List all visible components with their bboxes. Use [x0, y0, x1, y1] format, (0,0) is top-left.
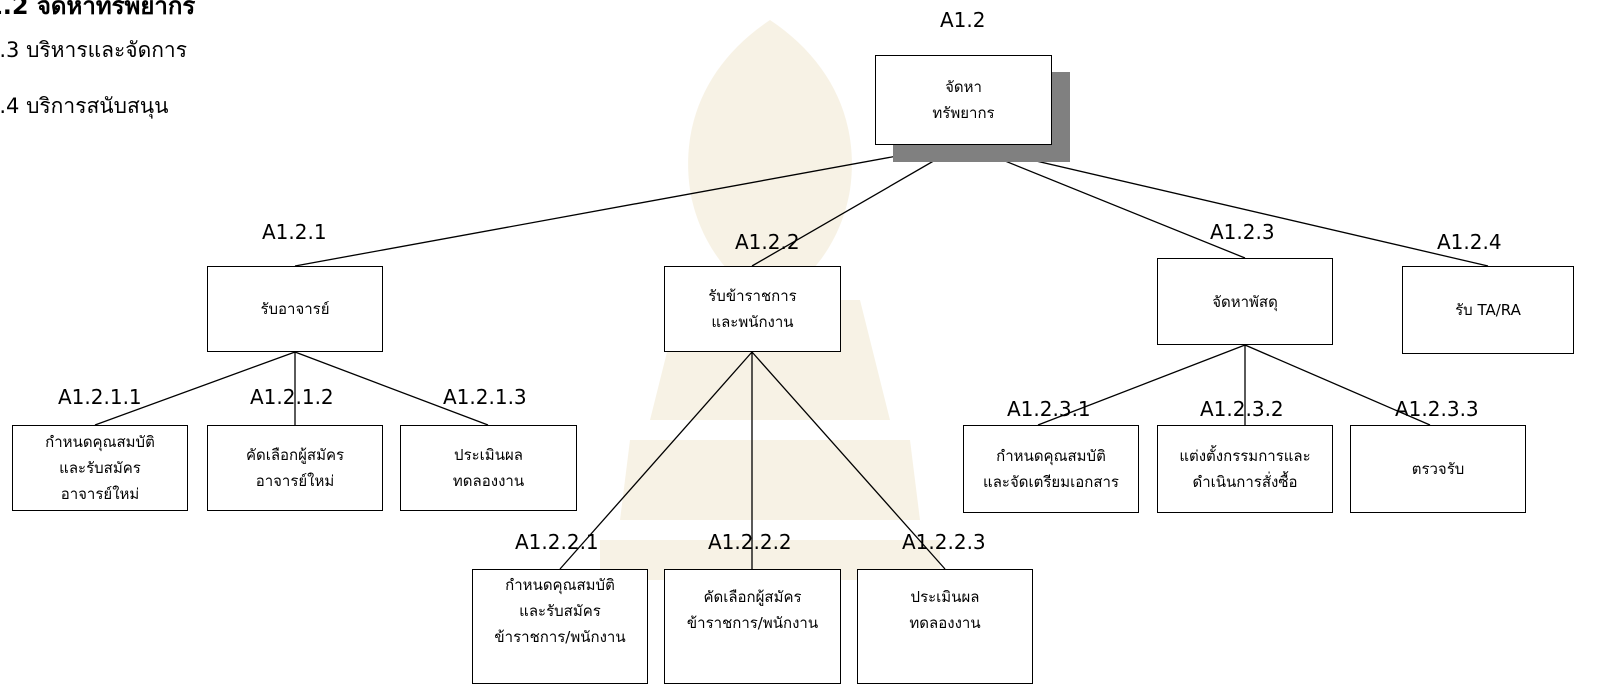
- section-title: 1.2 จัดหาทรัพยากร: [0, 0, 196, 20]
- node-label-line: อาจารย์ใหม่: [255, 472, 335, 490]
- node-label-line: ข้าราชการ/พนักงาน: [686, 614, 819, 632]
- section-item-1-3: 1.3 บริหารและจัดการ: [0, 38, 188, 62]
- node-label-line: และรับสมัคร: [519, 602, 601, 620]
- node-label-line: และพนักงาน: [711, 313, 794, 331]
- node-label-line: ทดลองงาน: [909, 614, 981, 632]
- node-code-a1-2-1-3: A1.2.1.3: [443, 385, 527, 409]
- node-label-line: และรับสมัคร: [59, 459, 141, 477]
- connector-root-a124: [962, 143, 1489, 267]
- node-label-line: ตรวจรับ: [1411, 460, 1465, 478]
- connector-a121-a1211: [94, 351, 296, 426]
- node-code-a1-2: A1.2: [940, 8, 986, 32]
- node-box-a1-2-2: รับข้าราชการ และพนักงาน: [664, 266, 841, 352]
- node-box-a1-2-2-2: คัดเลือกผู้สมัคร ข้าราชการ/พนักงาน: [664, 569, 841, 684]
- node-code-a1-2-2-3: A1.2.2.3: [902, 530, 986, 554]
- connector-a122-a1221: [559, 351, 753, 570]
- section-item-1-4: 1.4 บริการสนับสนุน: [0, 94, 169, 118]
- connector-root-a122: [751, 143, 964, 267]
- node-label-line: รับอาจารย์: [260, 300, 330, 318]
- node-label-line: กำหนดคุณสมบัติ: [505, 576, 615, 594]
- node-box-a1-2-3-2: แต่งตั้งกรรมการและ ดำเนินการสั่งซื้อ: [1157, 425, 1333, 513]
- node-label-line: ทรัพยากร: [932, 104, 995, 122]
- node-box-a1-2-3-3: ตรวจรับ: [1350, 425, 1526, 513]
- node-box-a1-2-3: จัดหาพัสดุ: [1157, 258, 1333, 345]
- node-label-line: กำหนดคุณสมบัติ: [45, 433, 155, 451]
- node-label-line: แต่งตั้งกรรมการและ: [1179, 447, 1311, 465]
- node-box-a1-2-1: รับอาจารย์: [207, 266, 383, 352]
- node-code-a1-2-1-1: A1.2.1.1: [58, 385, 142, 409]
- node-code-a1-2-1: A1.2.1: [262, 220, 327, 244]
- connector-a123-a1233: [1244, 344, 1431, 426]
- node-code-a1-2-3: A1.2.3: [1210, 220, 1275, 244]
- connector-root-a121: [294, 143, 964, 267]
- node-label-line: ประเมินผล: [454, 446, 523, 464]
- node-label-line: จัดหาพัสดุ: [1212, 292, 1278, 311]
- node-box-a1-2: จัดหา ทรัพยากร: [875, 55, 1052, 145]
- node-code-a1-2-3-2: A1.2.3.2: [1200, 397, 1284, 421]
- node-label-line: จัดหา: [945, 78, 982, 96]
- node-code-a1-2-2-1: A1.2.2.1: [515, 530, 599, 554]
- node-label-line: รับข้าราชการ: [708, 287, 797, 305]
- node-code-a1-2-2-2: A1.2.2.2: [708, 530, 792, 554]
- node-box-a1-2-1-2: คัดเลือกผู้สมัคร อาจารย์ใหม่: [207, 425, 383, 511]
- node-label-line: ประเมินผล: [910, 588, 980, 606]
- node-label-line: ทดลองงาน: [452, 472, 525, 490]
- node-label-line: ดำเนินการสั่งซื้อ: [1192, 473, 1298, 491]
- node-label-line: อาจารย์ใหม่: [60, 485, 140, 503]
- node-box-a1-2-4: รับ TA/RA: [1402, 266, 1574, 354]
- node-code-a1-2-4: A1.2.4: [1437, 230, 1502, 254]
- node-label-line: ข้าราชการ/พนักงาน: [494, 628, 626, 646]
- node-box-a1-2-2-1: กำหนดคุณสมบัติ และรับสมัคร ข้าราชการ/พนั…: [472, 569, 648, 684]
- node-label-line: คัดเลือกผู้สมัคร: [245, 446, 345, 464]
- connector-a122-a1223: [751, 351, 946, 570]
- node-code-a1-2-3-1: A1.2.3.1: [1007, 397, 1091, 421]
- connector-a121-a1213: [294, 351, 489, 426]
- connector-a123-a1231: [1037, 344, 1246, 426]
- node-code-a1-2-1-2: A1.2.1.2: [250, 385, 334, 409]
- node-label-line: กำหนดคุณสมบัติ: [996, 447, 1106, 465]
- node-code-a1-2-3-3: A1.2.3.3: [1395, 397, 1479, 421]
- connector-root-a123: [962, 143, 1246, 259]
- node-box-a1-2-1-3: ประเมินผล ทดลองงาน: [400, 425, 577, 511]
- node-box-a1-2-3-1: กำหนดคุณสมบัติ และจัดเตรียมเอกสาร: [963, 425, 1139, 513]
- node-code-a1-2-2: A1.2.2: [735, 230, 800, 254]
- node-label-line: คัดเลือกผู้สมัคร: [703, 588, 802, 606]
- node-box-a1-2-2-3: ประเมินผล ทดลองงาน: [857, 569, 1033, 684]
- node-box-a1-2-1-1: กำหนดคุณสมบัติ และรับสมัคร อาจารย์ใหม่: [12, 425, 188, 511]
- node-label-line: รับ TA/RA: [1455, 301, 1521, 319]
- node-label-line: และจัดเตรียมเอกสาร: [983, 473, 1119, 491]
